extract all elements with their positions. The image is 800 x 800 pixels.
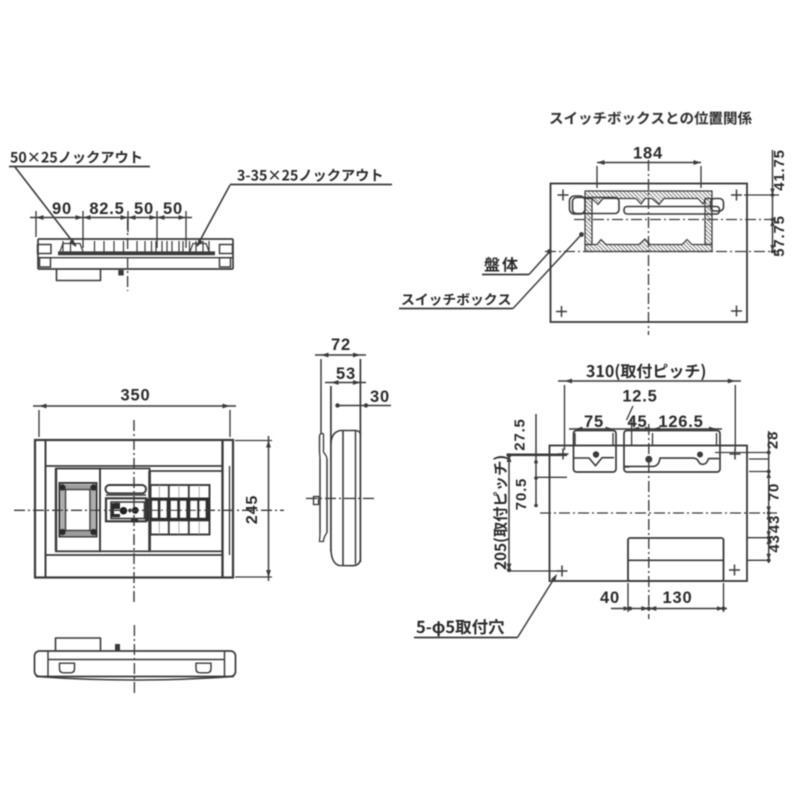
svg-text:72: 72 [331,336,351,354]
svg-text:90: 90 [52,200,72,218]
svg-text:82.5: 82.5 [89,200,124,218]
svg-text:70.5: 70.5 [513,478,530,510]
svg-text:184: 184 [633,145,663,163]
svg-text:53: 53 [336,365,356,383]
svg-text:41.75: 41.75 [771,149,788,191]
svg-text:43: 43 [766,534,783,552]
svg-text:245: 245 [244,495,261,524]
svg-text:75: 75 [584,413,604,431]
svg-text:57.75: 57.75 [771,215,788,257]
svg-text:43: 43 [766,515,783,533]
svg-text:126.5: 126.5 [658,413,703,431]
svg-text:50: 50 [163,200,183,218]
svg-text:27.5: 27.5 [512,418,529,450]
svg-text:350: 350 [121,387,151,405]
svg-text:50: 50 [134,200,154,218]
svg-text:28: 28 [765,431,782,449]
svg-text:130: 130 [663,589,693,607]
svg-text:45: 45 [628,413,648,431]
svg-text:40: 40 [600,589,620,607]
svg-text:12.5: 12.5 [622,388,657,406]
svg-text:70: 70 [766,483,783,501]
svg-text:30: 30 [370,388,390,406]
